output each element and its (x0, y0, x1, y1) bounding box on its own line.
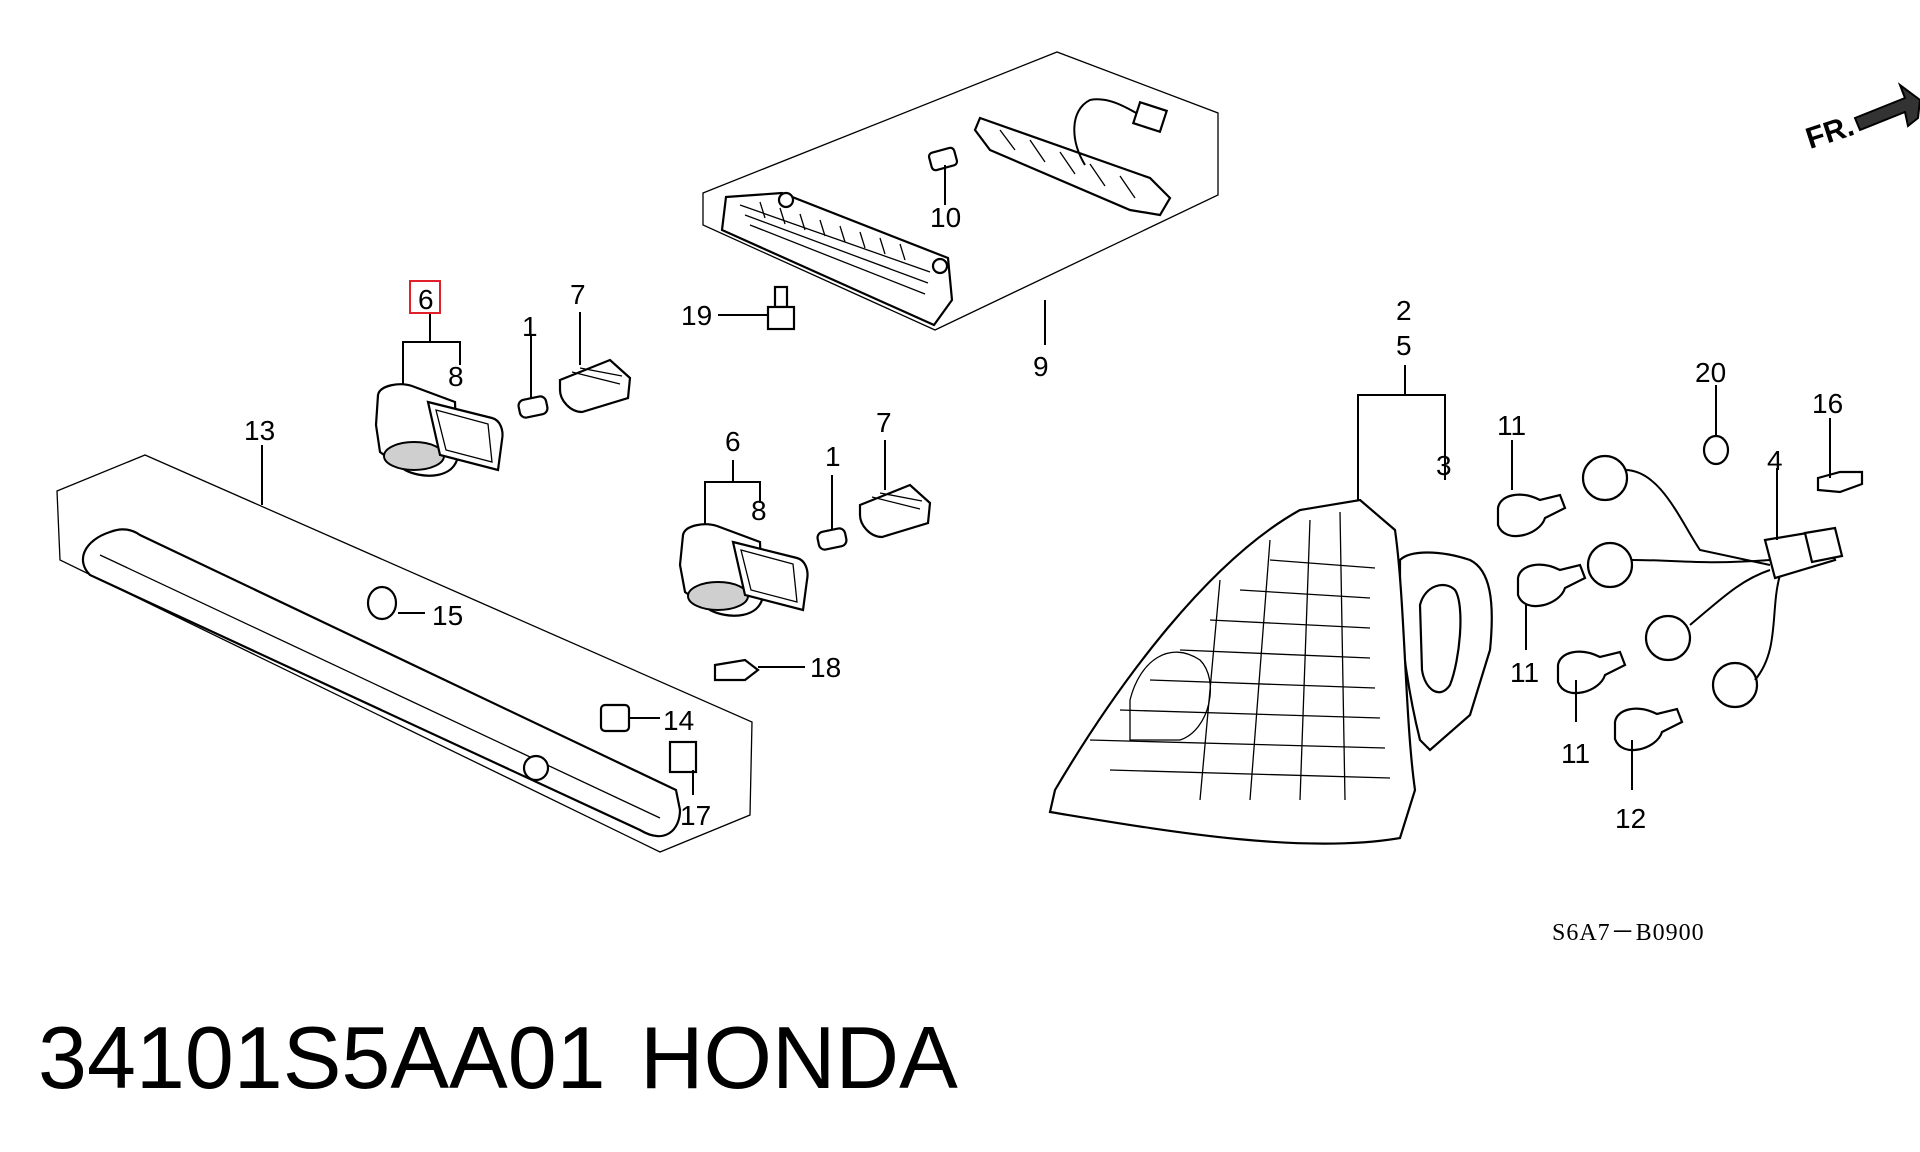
callout-1[interactable]: 1 (522, 311, 538, 342)
highlight-box (409, 280, 441, 314)
callout-11[interactable]: 11 (1510, 657, 1539, 688)
callout-16[interactable]: 16 (1812, 388, 1843, 419)
callout-2[interactable]: 2 (1396, 295, 1412, 326)
license-light-upper-group (374, 280, 632, 477)
callout-3[interactable]: 3 (1436, 450, 1452, 481)
license-light-lower-group (678, 440, 932, 617)
callout-11[interactable]: 11 (1497, 410, 1526, 441)
callout-8[interactable]: 8 (751, 495, 767, 526)
callout-6-highlighted[interactable]: 6 (418, 284, 434, 315)
callout-5[interactable]: 5 (1396, 330, 1412, 361)
front-arrow-icon (1853, 82, 1920, 132)
callout-4[interactable]: 4 (1767, 445, 1783, 476)
callout-6[interactable]: 6 (725, 426, 741, 457)
bulb-11-low (1556, 650, 1627, 722)
callout-1[interactable]: 1 (825, 441, 841, 472)
callout-19[interactable]: 19 (681, 300, 712, 331)
harness-group (1496, 385, 1864, 790)
callout-15[interactable]: 15 (432, 600, 463, 631)
callout-18[interactable]: 18 (810, 652, 841, 683)
callout-10[interactable]: 10 (930, 202, 961, 233)
callout-11[interactable]: 11 (1561, 738, 1590, 769)
bulb-11-top (1496, 440, 1567, 538)
part-number-title: 34101S5AA01 (38, 1008, 606, 1107)
callout-12[interactable]: 12 (1615, 803, 1646, 834)
callout-7[interactable]: 7 (570, 279, 586, 310)
front-indicator-label: FR. (1802, 109, 1858, 155)
bulb-12 (1613, 707, 1684, 790)
taillight-group (1048, 365, 1493, 845)
callout-17[interactable]: 17 (680, 800, 711, 831)
callout-14[interactable]: 14 (663, 705, 694, 736)
callout-13[interactable]: 13 (244, 415, 275, 446)
callout-20[interactable]: 20 (1695, 357, 1726, 388)
front-direction-arrow: FR. (1802, 82, 1920, 156)
brand-title: HONDA (640, 1008, 958, 1107)
callout-8[interactable]: 8 (448, 361, 464, 392)
license-garnish-group (56, 445, 805, 853)
callout-9[interactable]: 9 (1033, 351, 1049, 382)
diagram-reference-code: S6A7－B0900 (1552, 920, 1705, 946)
bulb-11-mid (1516, 563, 1587, 650)
callout-7[interactable]: 7 (876, 407, 892, 438)
high-mount-stop-light-group (702, 51, 1219, 345)
